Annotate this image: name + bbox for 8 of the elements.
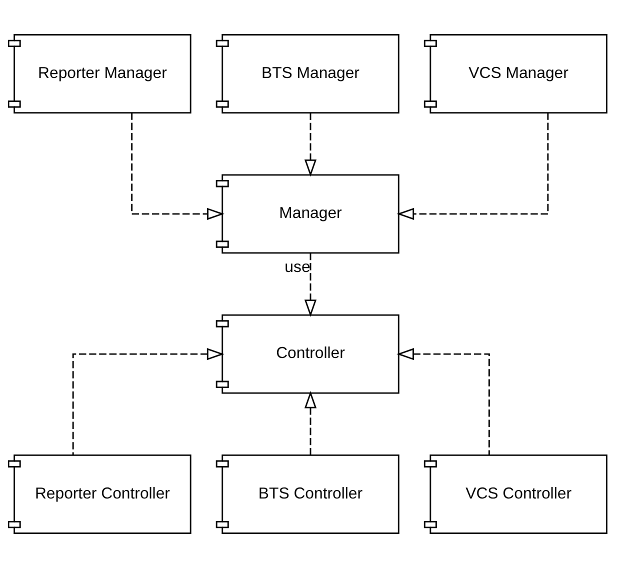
arrow: [304, 112, 317, 177]
arrow: [304, 252, 317, 317]
arrow: [131, 112, 224, 220]
arrow: [396, 348, 490, 456]
arrow: [72, 348, 224, 456]
arrow: [396, 112, 549, 220]
edge-label: use: [284, 259, 310, 276]
arrow: [304, 390, 317, 455]
